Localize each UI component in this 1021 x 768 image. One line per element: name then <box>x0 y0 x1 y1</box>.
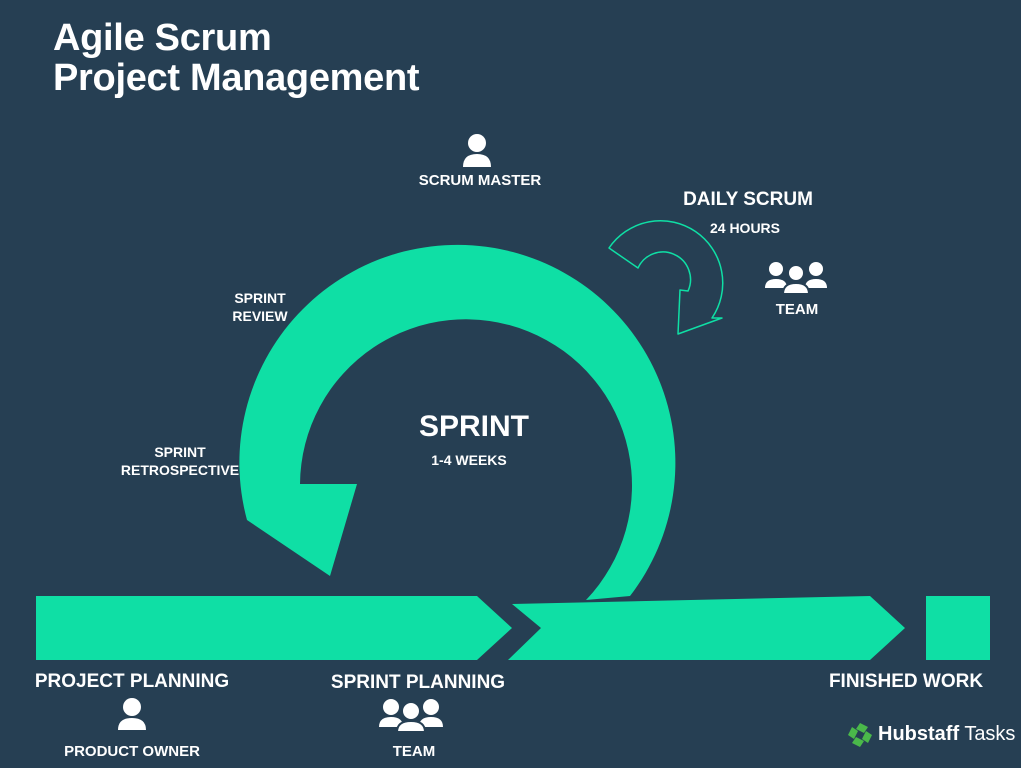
team-icon <box>765 262 827 295</box>
sprint-retrospective-line-1: SPRINT <box>154 444 206 460</box>
team-icon <box>379 699 443 733</box>
daily-scrum-duration: 24 HOURS <box>709 220 781 236</box>
logo-text: Hubstaff Tasks <box>878 723 1015 746</box>
page-title: Agile Scrum Project Management <box>53 17 420 99</box>
sprint-duration: 1-4 WEEKS <box>431 452 507 468</box>
title-line-2: Project Management <box>53 57 420 99</box>
person-icon <box>463 134 491 167</box>
product-owner-label: PRODUCT OWNER <box>64 743 200 760</box>
logo-brand: Hubstaff <box>878 723 960 745</box>
sprint-label: SPRINT <box>418 410 529 443</box>
finished-work-label: FINISHED WORK <box>828 671 984 692</box>
sprint-review-label: SPRINT REVIEW <box>220 289 300 325</box>
sprint-review-line-2: REVIEW <box>232 308 288 324</box>
sprint-planning-label: SPRINT PLANNING <box>330 672 506 693</box>
daily-scrum-label: DAILY SCRUM <box>683 189 813 210</box>
scrum-master-label: SCRUM MASTER <box>418 172 542 189</box>
logo-product: Tasks <box>964 723 1016 745</box>
finished-work-block <box>926 596 990 660</box>
person-icon <box>118 698 146 730</box>
project-planning-label: PROJECT PLANNING <box>34 671 230 692</box>
sprint-review-line-1: SPRINT <box>234 290 286 306</box>
planning-team-label: TEAM <box>392 743 436 760</box>
project-planning-arrow <box>36 596 512 660</box>
hubstaff-logo: Hubstaff Tasks <box>846 721 1015 751</box>
sprint-cycle-arrow <box>239 244 676 600</box>
daily-team-label: TEAM <box>775 301 819 318</box>
hubstaff-logo-icon <box>848 723 872 747</box>
title-line-1: Agile Scrum <box>53 17 272 59</box>
sprint-retrospective-line-2: RETROSPECTIVE <box>120 462 240 478</box>
sprint-retrospective-label: SPRINT RETROSPECTIVE <box>120 443 240 479</box>
sprint-planning-arrow <box>508 596 905 660</box>
cycle-arrow-icon <box>608 220 724 335</box>
